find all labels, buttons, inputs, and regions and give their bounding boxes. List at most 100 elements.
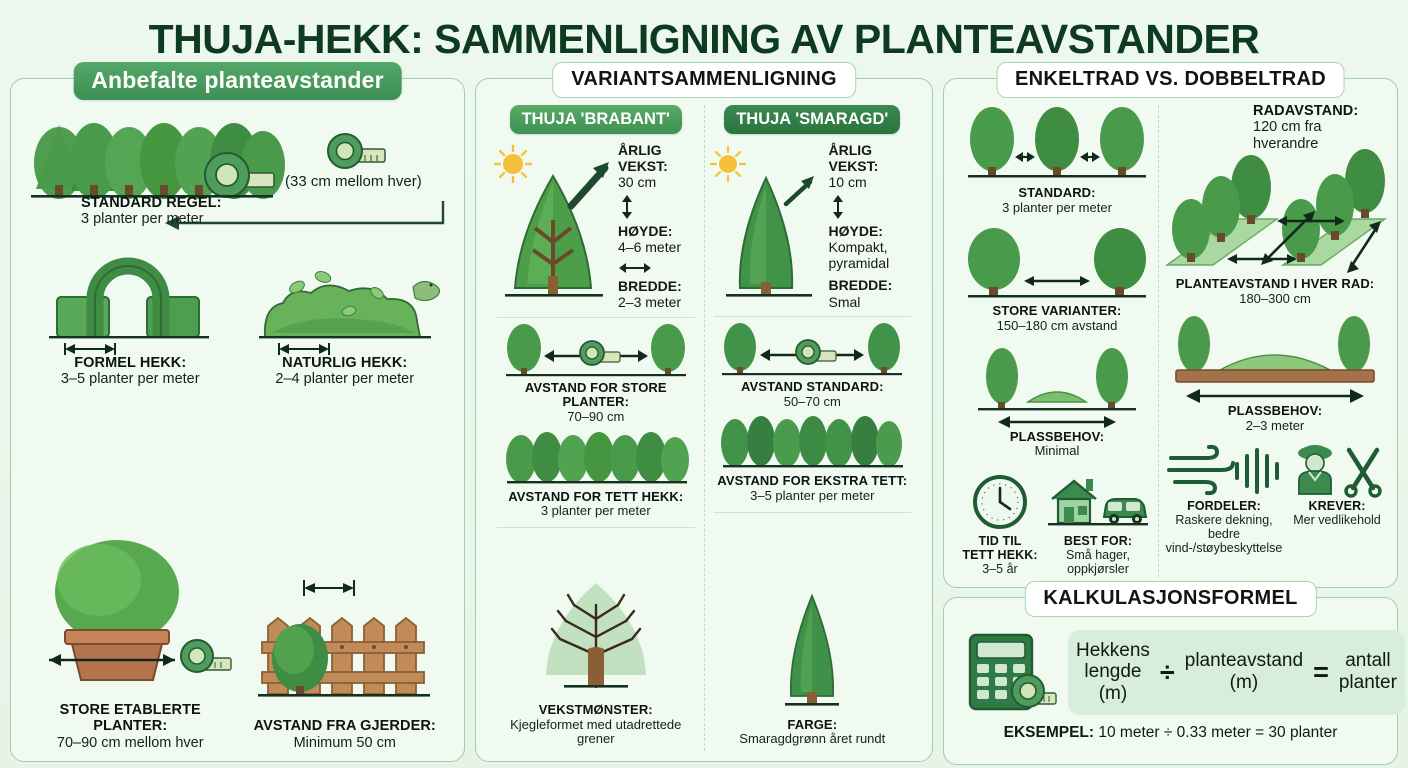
brabant-spec-col: ÅRLIG VEKST: 30 cm HØYDE: [615,142,699,311]
smaragd-bredde-value: Smal [828,293,861,310]
double-rad-value: 120 cm fra hverandre [1253,119,1322,152]
double-row-trees-icon [1164,149,1388,273]
double-plant-value: 180–300 cm [1239,290,1311,306]
double-icon-cell-0: FORDELER: Raskere dekning, bedre vind-/s… [1165,444,1283,556]
left-formel-caption: FORMEL HEKK: 3–5 planter per meter [61,355,200,388]
left-standard-note: (33 cm mellom hver) [285,173,422,190]
dense-hedge-icon-2 [721,416,904,468]
branch-pattern-tree-icon [545,582,646,689]
column-right: ENKELTRAD VS. DOBBELTRAD [943,62,1405,765]
left-standard-caption: STANDARD REGEL: 3 planter per meter [81,195,222,228]
brabant-tree-icon [493,144,610,297]
left-standard-section: (33 cm mellom hver) [23,109,452,205]
brabant-bottom-key: VEKSTMØNSTER: [538,701,653,717]
house-car-icon [1048,479,1148,526]
brabant-tett-block: AVSTAND FOR TETT HEKK: 3 planter per met… [493,431,699,519]
brabant-tett-value: 3 planter per meter [540,503,651,519]
brabant-divider-2 [497,527,695,529]
panel-formula-header: KALKULASJONSFORMEL [1024,580,1317,617]
single-row-column: STANDARD: 3 planter per meter [956,105,1158,577]
double-row-illustration: RADAVSTAND: 120 cm fra hverandre [1164,103,1388,277]
single-icon-caption-1: BEST FOR: Små hager, oppkjørsler [1044,534,1152,576]
dense-hedge-icon [505,431,689,484]
smaragd-avstand-caption: AVSTAND STANDARD: 50–70 cm [710,379,916,409]
smaragd-bottom-block: FARGE: Smaragdgrønn året rundt [710,519,916,751]
row-compare-grid: STANDARD: 3 planter per meter [956,103,1388,577]
double-plass-value: 2–3 meter [1245,418,1305,434]
single-icon-cell-0: TID TIL TETT HEKK: 3–5 år [962,473,1038,576]
smaragd-avstand-key: AVSTAND STANDARD: [741,379,884,394]
smaragd-bredde: BREDDE: Smal [829,277,916,309]
column-middle: VARIANTSAMMENLIGNING THUJA 'BRABANT' [475,62,933,762]
single-standard-value: 3 planter per meter [1002,199,1112,215]
double-icon-caption-0: FORDELER: Raskere dekning, bedre vind-/s… [1165,499,1283,556]
formula-example-text: 10 meter ÷ 0.33 meter = 30 planter [1098,724,1338,742]
variant-vertical-divider [703,105,705,751]
double-rad-key: RADAVSTAND: [1253,103,1359,119]
brabant-vekst: ÅRLIG VEKST: 30 cm [618,142,699,191]
left-naturlig-hekk-block: NATURLIG HEKK: 2–4 planter per meter [238,263,453,388]
left-naturlig-key: NATURLIG HEKK: [282,355,408,371]
height-arrow-icon-2 [832,194,843,219]
sun-icon-2 [709,145,746,183]
potted-shrub-icon [49,539,232,681]
smaragd-bredde-key: BREDDE: [828,277,893,294]
row-compare-divider [1158,105,1159,577]
single-plass-caption: PLASSBEHOV: Minimal [962,429,1152,459]
left-gjerde-block: AVSTAND FRA GJERDER: Minimum 50 cm [238,546,453,751]
formal-hedge-icon [49,257,210,355]
left-bottom-row: STORE ETABLERTE PLANTER: 70–90 cm mellom… [23,408,452,751]
column-left: Anbefalte planteavstander [10,62,466,762]
brabant-tett-caption: AVSTAND FOR TETT HEKK: 3 planter per met… [493,488,699,519]
double-icon-value-1: Mer vedlikehold [1293,512,1381,527]
variant-smaragd: THUJA 'SMARAGD' [705,105,921,751]
smaragd-hoyde-key: HØYDE: [828,222,883,239]
smaragd-avstand-value: 50–70 cm [783,393,841,409]
left-naturlig-caption: NATURLIG HEKK: 2–4 planter per meter [275,355,414,388]
panel-left-header: Anbefalte planteavstander [73,62,402,100]
left-naturlig-value: 2–4 planter per meter [275,371,415,388]
smaragd-hoyde-value: Kompakt, pyramidal [828,238,890,272]
left-gjerde-value: Minimum 50 cm [293,734,396,751]
smaragd-tett-block: AVSTAND FOR EKSTRA TETT: 3–5 planter per… [710,415,916,503]
panel-left-body: (33 cm mellom hver) STANDARD REGEL: 3 pl… [11,79,464,761]
single-store-key: STORE VARIANTER: [992,303,1122,319]
left-standard-note-block: (33 cm mellom hver) [285,111,448,203]
formula-term-3: antall planter [1338,650,1397,694]
single-icon-value-0: 3–5 år [982,562,1018,577]
left-formel-hekk-block: FORMEL HEKK: 3–5 planter per meter [23,257,238,388]
formula-example-label: EKSEMPEL: [1003,724,1095,742]
panel-formula-body: Hekkens lengde (m) ÷ planteavstand (m) =… [944,598,1405,764]
left-store-planter-block: STORE ETABLERTE PLANTER: 70–90 cm mellom… [23,530,238,751]
double-row-column: RADAVSTAND: 120 cm fra hverandre [1159,103,1391,577]
panel-mid-header: VARIANTSAMMENLIGNING [552,62,856,98]
single-plass-block: PLASSBEHOV: Minimal [962,344,1152,459]
height-arrow-icon [622,194,633,219]
smaragd-specs: ÅRLIG VEKST: 10 cm HØYDE: [709,142,916,310]
left-store-key: STORE ETABLERTE PLANTER: [59,701,201,735]
left-hedge-types-row: FORMEL HEKK: 3–5 planter per meter [23,257,453,388]
formula-example: EKSEMPEL: 10 meter ÷ 0.33 meter = 30 pla… [956,724,1385,742]
hedge-row-illustration-wrap [27,111,285,203]
columns-container: Anbefalte planteavstander [10,62,1405,765]
brabant-avstand-block: AVSTAND FOR STORE PLANTER: 70–90 cm [493,323,699,425]
left-store-value: 70–90 cm mellom hver [56,734,204,751]
single-store-value: 150–180 cm avstand [996,318,1118,334]
small-shrub-icon [271,624,328,697]
page-title: THUJA-HEKK: SAMMENLIGNING AV PLANTEAVSTA… [148,15,1260,62]
three-trees-spaced-icon [968,107,1146,178]
wide-footprint-icon [1175,316,1375,404]
two-trees-spacing-icon-2 [722,323,903,376]
brabant-tett-key: AVSTAND FOR TETT HEKK: [508,488,684,504]
double-plass-caption: PLASSBEHOV: 2–3 meter [1165,404,1385,433]
left-gjerde-key: AVSTAND FRA GJERDER: [253,718,436,735]
measuring-tape-icon-5 [795,339,837,365]
brabant-hoyde-value: 4–6 meter [618,238,682,255]
single-icon-key-0: TID TIL TETT HEKK: [962,534,1038,563]
smaragd-bottom-value: Smaragdgrønn året rundt [739,731,886,747]
smaragd-divider-1 [713,316,912,317]
double-plass-block: PLASSBEHOV: 2–3 meter [1165,314,1385,433]
left-standard-key: STANDARD REGEL: [81,195,222,211]
calculator-icon [968,634,1057,711]
clock-icon [973,475,1027,530]
